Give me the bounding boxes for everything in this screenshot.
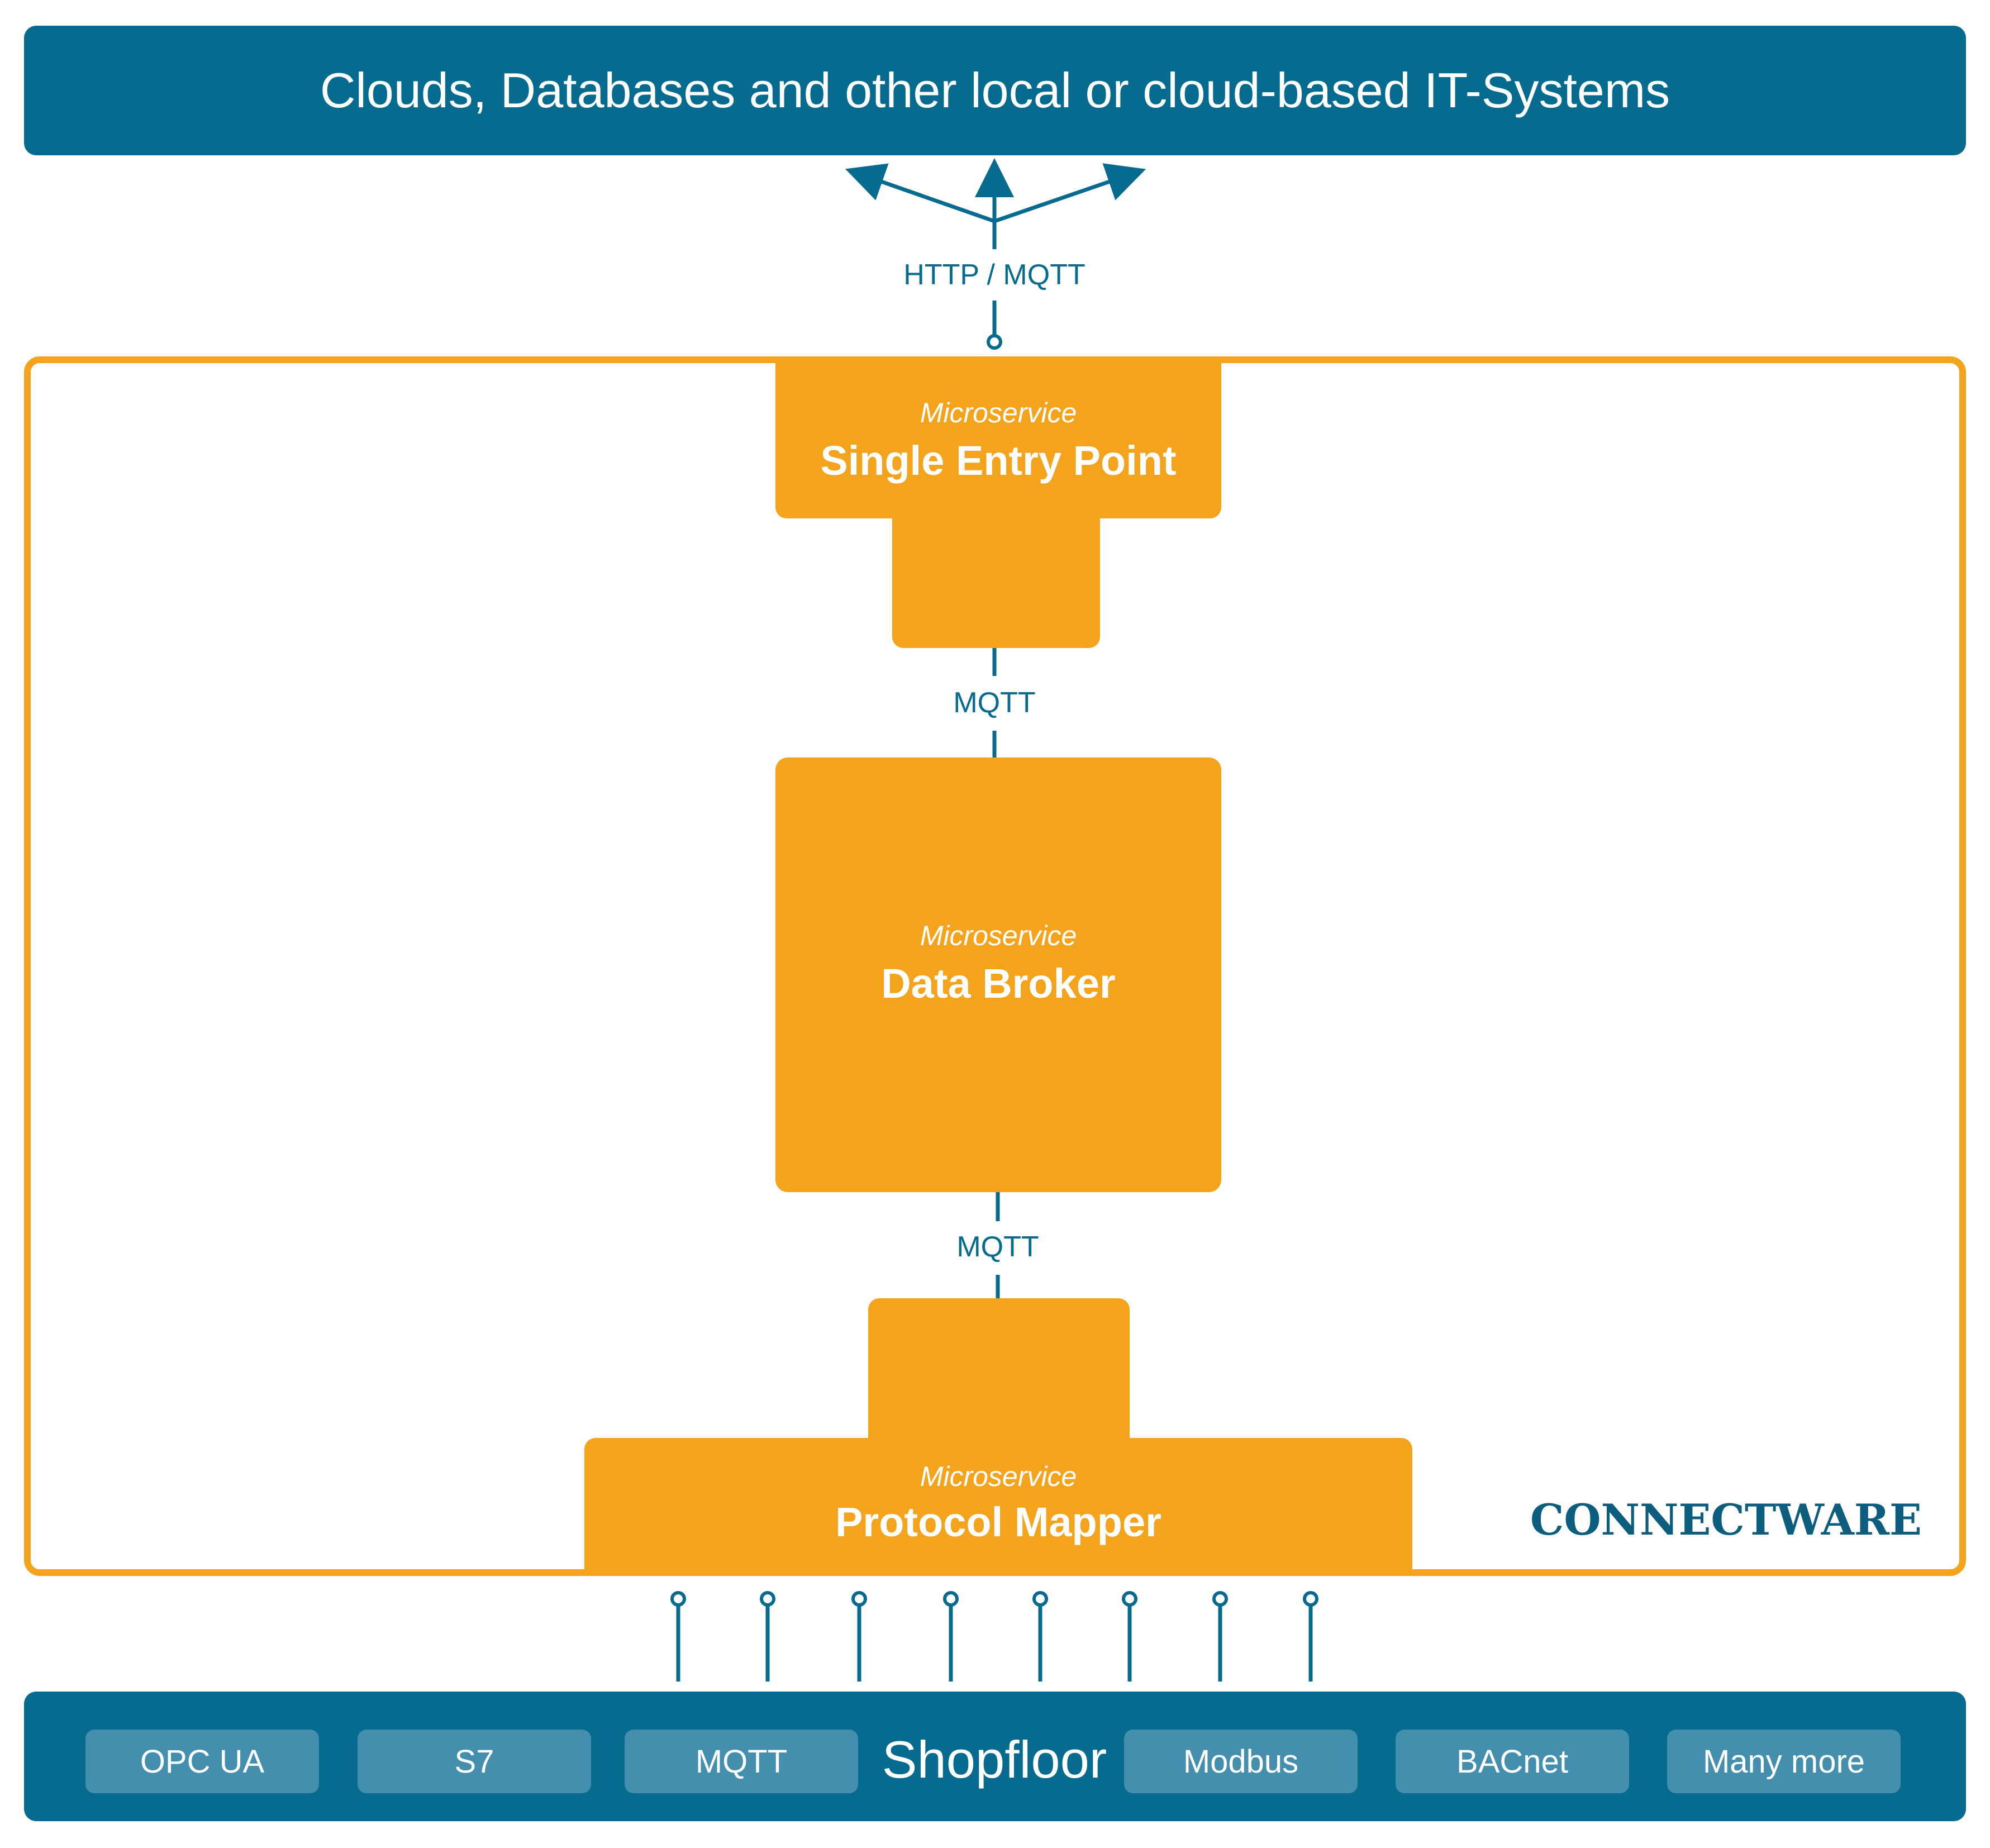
single-entry-point-title: Single Entry Point	[820, 437, 1177, 484]
link-label-mqtt-upper: MQTT	[916, 679, 1073, 726]
protocol-mapper-title: Protocol Mapper	[835, 1499, 1161, 1545]
protocol-chip-many-more: Many more	[1667, 1730, 1901, 1793]
shopfloor-connector-node	[760, 1591, 775, 1607]
protocol-mapper-block: Microservice Protocol Mapper	[584, 1438, 1412, 1572]
protocol-chip-bacnet: BACnet	[1396, 1730, 1629, 1793]
shopfloor-title: Shopfloor	[882, 1730, 1107, 1789]
shopfloor-connector-node	[1122, 1591, 1137, 1607]
it-systems-title: Clouds, Databases and other local or clo…	[320, 63, 1670, 118]
protocol-chip-opc-ua: OPC UA	[85, 1730, 319, 1793]
connectware-brand: CONNECTWARE	[1530, 1494, 1922, 1545]
it-systems-banner: Clouds, Databases and other local or clo…	[24, 26, 1966, 155]
top-connector-node	[987, 334, 1002, 350]
shopfloor-connector-node	[1032, 1591, 1048, 1607]
data-broker-block: Microservice Data Broker	[775, 758, 1221, 1192]
protocol-chip-mqtt: MQTT	[625, 1730, 858, 1793]
single-entry-point-block: Microservice Single Entry Point	[775, 362, 1221, 518]
shopfloor-connectors	[670, 1591, 1318, 1682]
shopfloor-connector-node	[1212, 1591, 1228, 1607]
arrow-right	[993, 163, 1146, 223]
protocol-mapper-tab	[868, 1298, 1130, 1449]
protocol-chip-modbus: Modbus	[1124, 1730, 1358, 1793]
data-broker-title: Data Broker	[881, 960, 1116, 1007]
shopfloor-connector-node	[943, 1591, 959, 1607]
shopfloor-connector-node	[670, 1591, 686, 1607]
shopfloor-bar	[24, 1692, 1966, 1821]
single-entry-point-tab	[892, 514, 1100, 648]
protocol-chip-s7: S7	[358, 1730, 591, 1793]
single-entry-point-label: Microservice	[920, 397, 1077, 428]
arrow-group-top	[845, 158, 1146, 335]
shopfloor-connector-node	[851, 1591, 867, 1607]
protocol-mapper-label: Microservice	[920, 1461, 1077, 1492]
link-label-http-mqtt: HTTP / MQTT	[883, 251, 1106, 298]
shopfloor-connector-node	[1303, 1591, 1318, 1607]
data-broker-label: Microservice	[920, 920, 1077, 951]
link-label-mqtt-lower: MQTT	[920, 1223, 1076, 1270]
arrow-left	[845, 163, 996, 223]
